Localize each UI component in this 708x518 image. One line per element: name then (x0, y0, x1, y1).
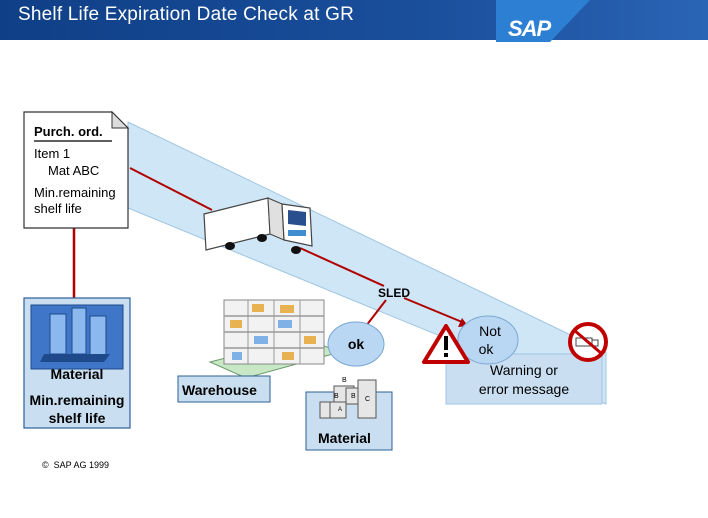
boxes-icon (305, 379, 393, 451)
purchase-order-min-remaining-line2: shelf life (34, 201, 82, 216)
material-box-label: Material (318, 430, 371, 446)
sap-logo: SAP (508, 16, 551, 41)
material-master-icon (23, 297, 131, 429)
purchase-order-material: Mat ABC (48, 163, 100, 178)
not-ok-label-line2: ok (478, 341, 494, 357)
no-truck-icon (568, 322, 608, 362)
copyright-text: SAP AG 1999 (53, 460, 110, 470)
result-box (445, 353, 603, 405)
sled-to-notok-arrow (403, 297, 463, 323)
box-letter-a: A (338, 407, 343, 413)
doc-to-truck-line (129, 167, 213, 211)
box-letter-c: C (365, 396, 371, 403)
purchase-order-min-remaining-line1: Min.remaining (34, 185, 116, 200)
warning-message-line2: error message (478, 381, 570, 397)
material-master-caption-line1: Min.remaining (29, 392, 125, 408)
purchase-order-item: Item 1 (34, 146, 71, 161)
title-bar: Shelf Life Expiration Date Check at GR (0, 0, 708, 40)
warning-icon (422, 324, 470, 364)
material-master-label: Material (50, 366, 104, 382)
warning-message-line1: Warning or (490, 362, 558, 378)
ok-label: ok (347, 336, 365, 352)
box-letter-b2: B (334, 393, 339, 400)
sap-logo-shape (496, 0, 590, 42)
box-letter-b3: B (351, 393, 356, 400)
copyright: © SAP AG 1999 (42, 460, 109, 470)
material-master-caption-line2: shelf life (48, 410, 106, 426)
warehouse-label: Warehouse (182, 382, 257, 398)
not-ok-label-line1: Not (479, 323, 501, 339)
truck-to-sled-line (299, 247, 385, 287)
sled-to-ok-arrow (365, 299, 387, 327)
box-letter-b1: B (342, 377, 347, 384)
notok-bubble (457, 315, 519, 365)
truck-icon (203, 197, 313, 254)
document-icon (23, 110, 130, 229)
sled-label: SLED (378, 286, 411, 300)
purchase-order-title: Purch. ord. (34, 124, 103, 139)
page-title: Shelf Life Expiration Date Check at GR (18, 4, 355, 25)
copyright-icon: © (42, 460, 49, 470)
ok-bubble (327, 321, 385, 367)
